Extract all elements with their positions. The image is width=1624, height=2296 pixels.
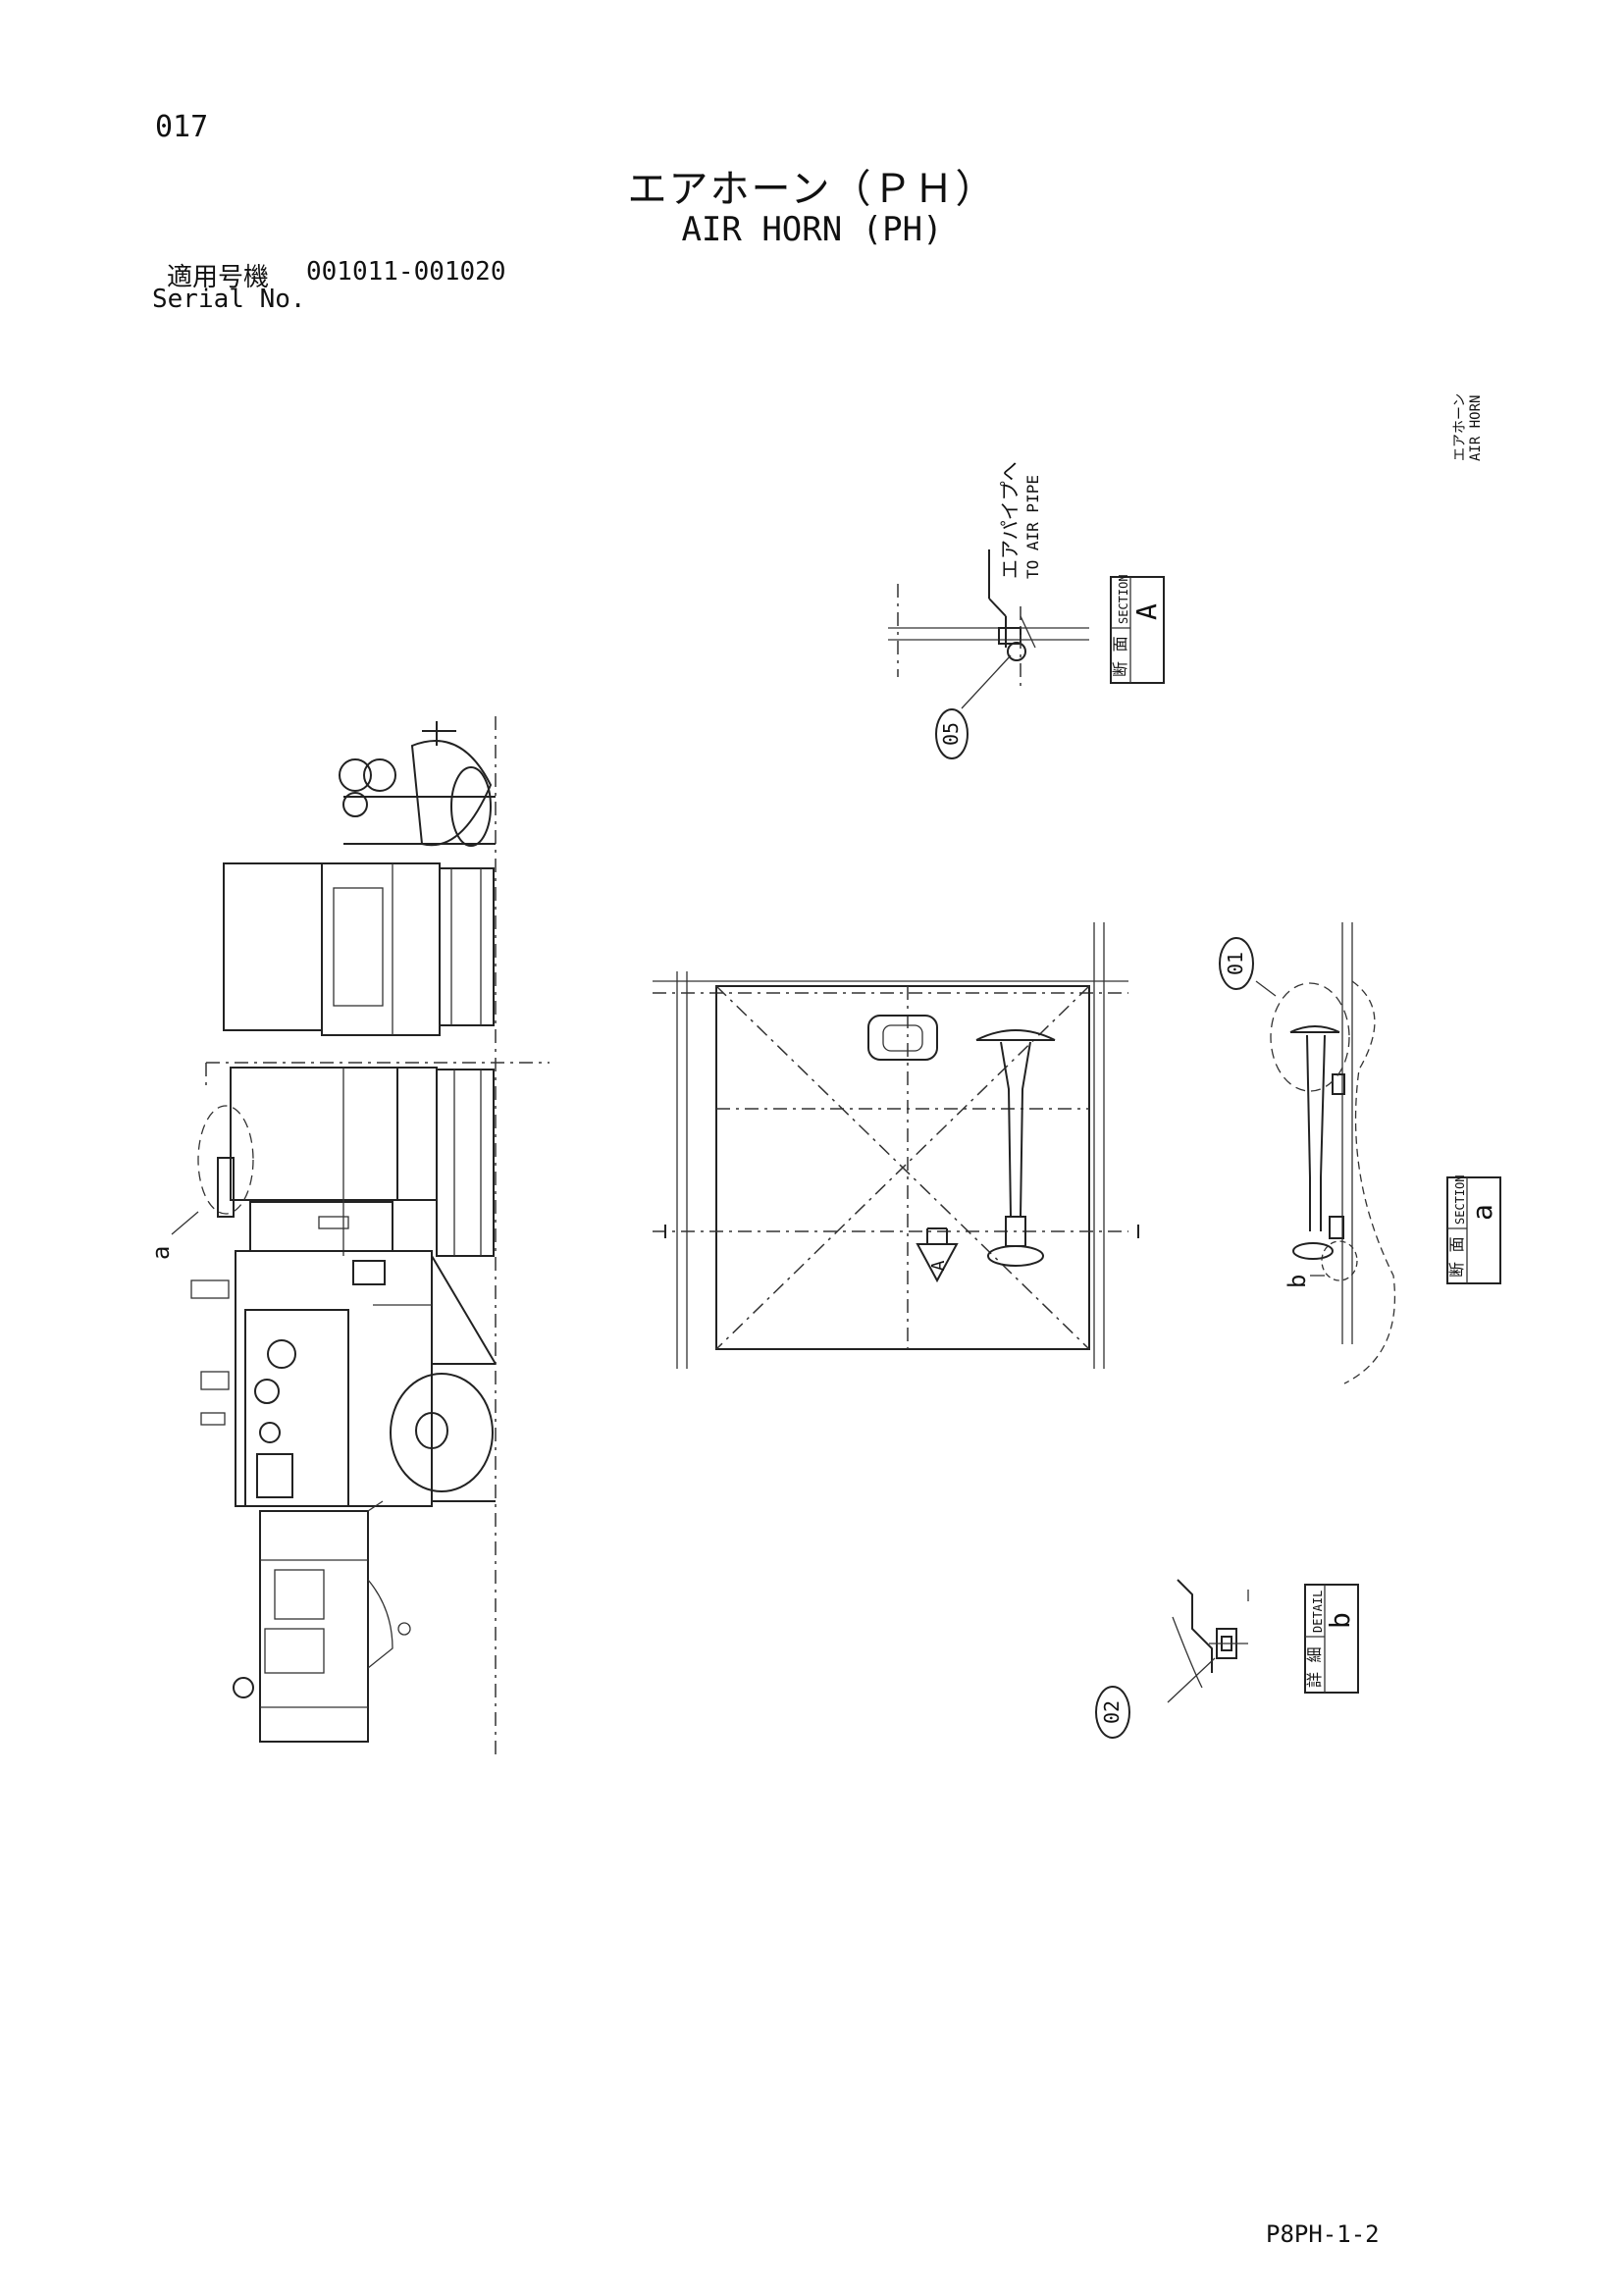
serial-label-english: Serial No. — [152, 285, 306, 314]
section-a-view — [1255, 922, 1396, 1384]
side-tag-japanese: エアホーン — [1452, 393, 1468, 461]
section-A-english: SECTION — [1117, 574, 1130, 624]
section-a-japanese: 断 面 — [1447, 1236, 1466, 1278]
page-number: 017 — [155, 110, 209, 144]
section-a-letter: a — [1466, 1204, 1498, 1221]
marker-a-plan-label: a — [147, 1246, 175, 1260]
marker-a-plan: a — [147, 1105, 254, 1260]
marker-b-label: b — [1283, 1275, 1311, 1288]
section-a-box: 断 面 SECTION a — [1446, 1174, 1501, 1284]
side-tag: エアホーン AIR HORN — [1452, 393, 1484, 461]
section-A-letter: A — [1130, 603, 1163, 620]
callout-part-02: 02 — [1095, 1686, 1130, 1739]
to-air-pipe-label: エアパイプへ TO AIR PIPE — [998, 461, 1042, 579]
drawing-code: P8PH-1-2 — [1266, 2220, 1380, 2248]
horn-mounting-view — [653, 922, 1139, 1369]
section-A-japanese: 断 面 — [1111, 636, 1129, 677]
detail-b-english: DETAIL — [1311, 1591, 1325, 1633]
detail-b-japanese: 詳 細 — [1305, 1646, 1324, 1688]
serial-range: 001011-001020 — [306, 257, 506, 287]
section-A-box: 断 面 SECTION A — [1110, 574, 1165, 684]
section-A-view — [888, 549, 1089, 709]
callout-part-02-label: 02 — [1100, 1700, 1124, 1724]
vehicle-plan-view — [190, 716, 550, 1756]
section-a-english: SECTION — [1453, 1174, 1467, 1225]
side-tag-english: AIR HORN — [1468, 395, 1484, 461]
callout-part-05-label: 05 — [939, 722, 963, 746]
callout-part-01-label: 01 — [1224, 952, 1247, 975]
title-english: AIR HORN (PH) — [681, 210, 943, 249]
callout-part-01: 01 — [1219, 937, 1254, 990]
serial-label-japanese: 適用号機 — [167, 263, 270, 292]
arrow-A-label: A — [928, 1260, 949, 1271]
detail-b-view — [1167, 1579, 1249, 1703]
detail-b-letter: b — [1324, 1612, 1356, 1629]
to-air-pipe-english: TO AIR PIPE — [1023, 475, 1042, 579]
detail-b-box: 詳 細 DETAIL b — [1304, 1584, 1359, 1694]
callout-part-05: 05 — [935, 708, 969, 759]
to-air-pipe-japanese: エアパイプへ — [998, 461, 1022, 579]
title-japanese: エアホーン（ＰＨ） — [627, 167, 997, 212]
